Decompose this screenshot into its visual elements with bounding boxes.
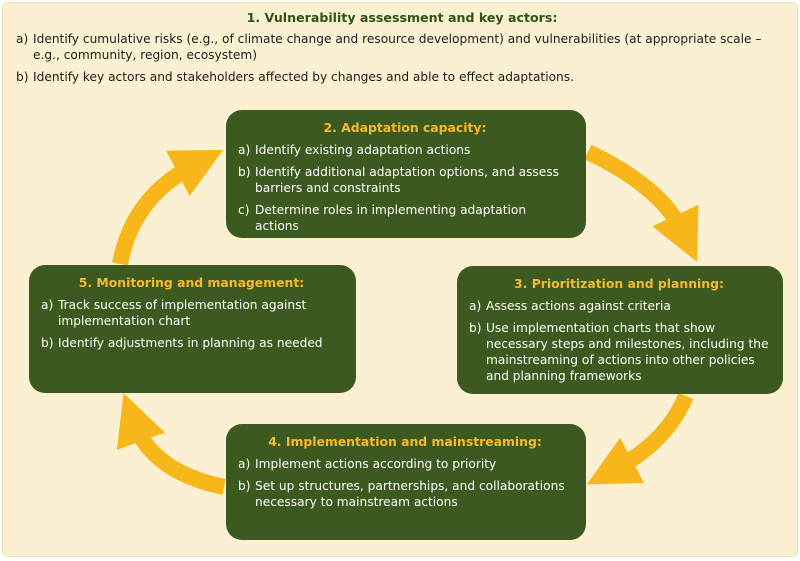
item-label: a)	[469, 299, 482, 313]
item-label: b)	[41, 336, 54, 350]
intro-item: b) Identify key actors and stakeholders …	[16, 69, 788, 85]
item-text: Determine roles in implementing adaptati…	[255, 203, 527, 233]
arrow-2-to-3	[584, 144, 699, 262]
implementation-mainstreaming-box: 4. Implementation and mainstreaming: a) …	[226, 424, 586, 540]
list-item: b) Use implementation charts that show n…	[469, 320, 769, 384]
item-label: a)	[16, 32, 29, 46]
prioritization-planning-box: 3. Prioritization and planning: a) Asses…	[457, 266, 783, 394]
monitoring-management-box: 5. Monitoring and management: a) Track s…	[29, 265, 356, 393]
list-item: a) Identify existing adaptation actions	[238, 142, 572, 158]
box-title: 3. Prioritization and planning:	[514, 276, 724, 291]
item-text: Assess actions against criteria	[486, 299, 671, 313]
box-title: 5. Monitoring and management:	[78, 275, 305, 290]
item-text: Use implementation charts that show nece…	[486, 321, 769, 383]
list-item: b) Identify additional adaptation option…	[238, 164, 572, 196]
item-label: b)	[16, 70, 29, 84]
item-text: Track success of implementation against …	[58, 298, 307, 328]
list-item: c) Determine roles in implementing adapt…	[238, 202, 572, 234]
box-title: 2. Adaptation capacity:	[323, 120, 487, 135]
item-label: c)	[238, 203, 250, 217]
item-text: Set up structures, partnerships, and col…	[255, 479, 565, 509]
item-text: Identify adjustments in planning as need…	[58, 336, 323, 350]
list-item: b) Identify adjustments in planning as n…	[41, 335, 342, 351]
arrow-3-to-4	[586, 392, 694, 485]
item-text: Implement actions according to priority	[255, 457, 497, 471]
arrow-5-to-2	[112, 149, 224, 266]
item-text: Identify key actors and stakeholders aff…	[33, 70, 574, 84]
item-label: b)	[238, 165, 251, 179]
item-text: Identify additional adaptation options, …	[255, 165, 559, 195]
intro-item: a) Identify cumulative risks (e.g., of c…	[16, 31, 788, 63]
item-text: Identify existing adaptation actions	[255, 143, 471, 157]
item-label: b)	[469, 321, 482, 335]
item-label: a)	[238, 143, 251, 157]
list-item: a) Track success of implementation again…	[41, 297, 342, 329]
item-text: Identify cumulative risks (e.g., of clim…	[33, 32, 762, 62]
box-title: 4. Implementation and mainstreaming:	[268, 434, 542, 449]
list-item: a) Assess actions against criteria	[469, 298, 769, 314]
list-item: a) Implement actions according to priori…	[238, 456, 572, 472]
intro-title: 1. Vulnerability assessment and key acto…	[246, 10, 558, 25]
item-label: b)	[238, 479, 251, 493]
intro-section: 1. Vulnerability assessment and key acto…	[16, 10, 788, 91]
list-item: b) Set up structures, partnerships, and …	[238, 478, 572, 510]
item-label: a)	[41, 298, 54, 312]
adaptation-capacity-box: 2. Adaptation capacity: a) Identify exis…	[226, 110, 586, 238]
arrow-4-to-5	[116, 393, 226, 495]
item-label: a)	[238, 457, 251, 471]
